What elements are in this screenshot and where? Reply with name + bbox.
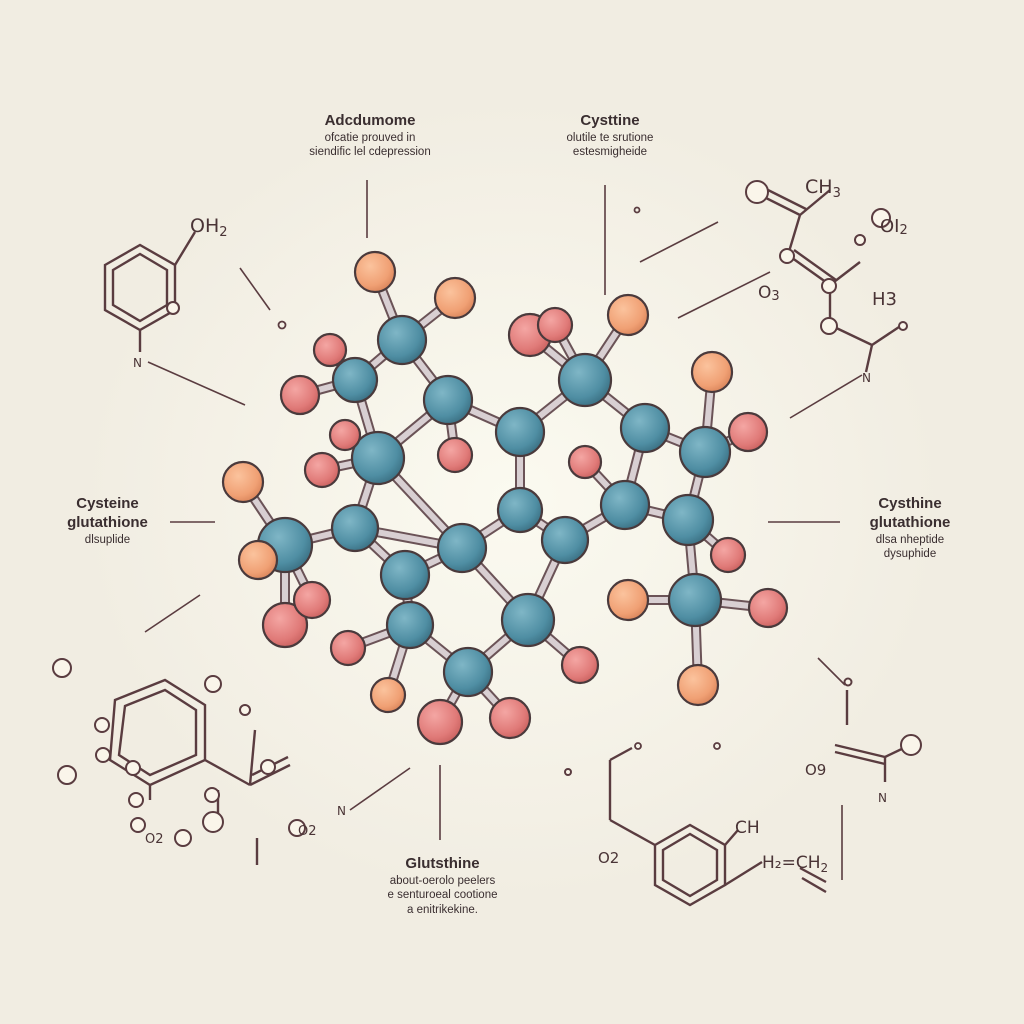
carbon-atom [601,481,649,529]
label-right-line-1: dlsa nheptide [840,533,980,547]
formula-n-left: N [133,356,142,370]
carbon-atom [559,354,611,406]
carbon-atom [502,594,554,646]
chain-atom [899,322,907,330]
label-right: Cysthine glutathione dlsa nheptide dysup… [840,495,980,561]
label-bottom: Glutsthine about-oerolo peelers e sentur… [355,855,530,917]
chain-atom [780,249,794,263]
formula-ch: CH [735,818,760,838]
chain-atom [855,235,865,245]
oxygen-atom [330,420,360,450]
hydrogen-atom [608,580,648,620]
hydrogen-atom [435,278,475,318]
label-bottom-line-3: a enitrikekine. [355,903,530,917]
oxygen-atom [490,698,530,738]
label-left: Cysteine glutathione dlsuplide [40,495,175,547]
chain-atom [746,181,768,203]
chain-atom [821,318,837,334]
oxygen-atom [305,453,339,487]
formula-n-right: N [862,371,871,385]
oxygen-atom [418,700,462,744]
oxygen-atom [569,446,601,478]
carbon-atom [621,404,669,452]
chain-atom [901,735,921,755]
oxygen-atom [281,376,319,414]
formula-n-bottom-right: N [878,791,887,805]
formula-h3: H3 [872,289,897,310]
oxygen-atom [294,582,330,618]
hydrogen-atom [223,462,263,502]
label-top-left-line-2: siendific lel cdepression [270,145,470,159]
carbon-atom [663,495,713,545]
carbon-atom [496,408,544,456]
label-right-title: Cysthine glutathione [840,495,980,533]
label-top-left-line-1: ofcatie prouved in [270,131,470,145]
label-top-left: Adcdumome ofcatie prouved in siendific l… [270,112,470,160]
hydrogen-atom [355,252,395,292]
carbon-atom [424,376,472,424]
hydrogen-atom [371,678,405,712]
carbon-atom [542,517,588,563]
label-bottom-line-2: e senturoeal cootione [355,888,530,902]
carbon-atom [669,574,721,626]
carbon-atom [378,316,426,364]
formula-o2-left-2: O2 [298,824,317,839]
hydrogen-atom [692,352,732,392]
label-left-line-1: dlsuplide [40,533,175,547]
carbon-atom [387,602,433,648]
formula-o2-left: O2 [145,832,164,847]
hydrogen-atom [239,541,277,579]
label-top-right-line-1: olutile te srutione [535,131,685,145]
oxygen-atom [538,308,572,342]
carbon-atom [381,551,429,599]
carbon-atom [680,427,730,477]
formula-ch2: H₂=CH2 [762,853,828,875]
carbon-atom [444,648,492,696]
carbon-atom [332,505,378,551]
label-bottom-line-1: about-oerolo peelers [355,874,530,888]
label-top-right: Cysttine olutile te srutione estesmighei… [535,112,685,160]
formula-o9: O9 [805,761,826,779]
formula-n-bottom: N [337,804,346,818]
oxygen-atom [438,438,472,472]
label-top-left-title: Adcdumome [270,112,470,131]
carbon-atom [438,524,486,572]
chain-atom [845,679,852,686]
hydrogen-atom [608,295,648,335]
label-top-right-title: Cysttine [535,112,685,131]
label-top-right-line-2: estesmigheide [535,145,685,159]
oxygen-atom [729,413,767,451]
carbon-atom [498,488,542,532]
oxygen-atom [749,589,787,627]
label-right-line-2: dysuphide [840,547,980,561]
hydrogen-atom [678,665,718,705]
label-bottom-title: Glutsthine [355,855,530,874]
chain-atom [822,279,836,293]
ring-atom [167,302,179,314]
carbon-atom [333,358,377,402]
label-left-title: Cysteine glutathione [40,495,175,533]
oxygen-atom [314,334,346,366]
oxygen-atom [331,631,365,665]
oxygen-atom [562,647,598,683]
oxygen-atom [711,538,745,572]
formula-o2: O2 [598,849,619,867]
chain-atom [565,769,571,775]
